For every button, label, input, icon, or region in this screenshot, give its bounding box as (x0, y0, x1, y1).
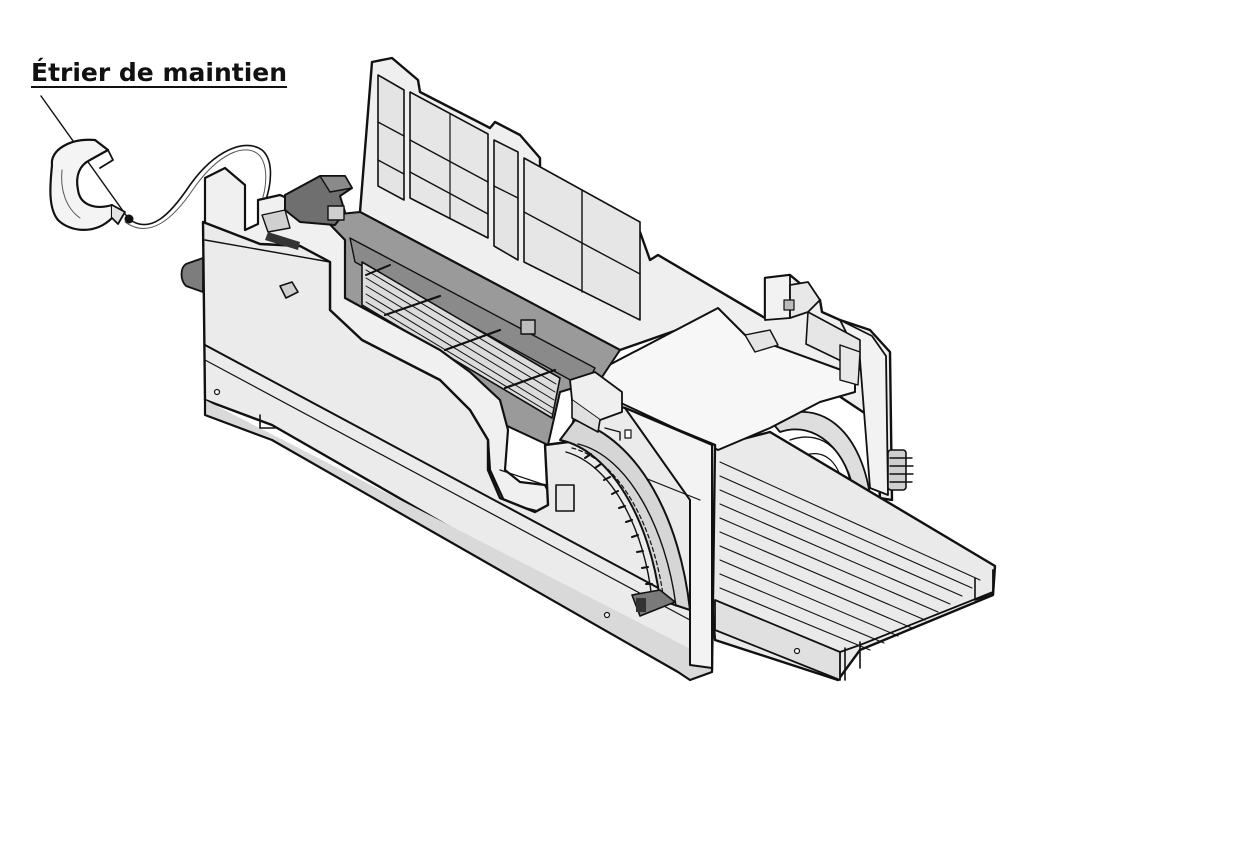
transport-channel (329, 211, 621, 446)
paper-guide-block (555, 371, 632, 512)
holding-bracket-icon (49, 138, 126, 231)
knob-icon (180, 257, 204, 293)
output-tray (698, 430, 997, 682)
gear-icon (887, 449, 914, 491)
arc-gear-track (559, 419, 691, 617)
paper-connector (744, 329, 861, 386)
back-wall (358, 56, 894, 502)
clamp-lever (261, 175, 353, 250)
retaining-wire (128, 144, 272, 226)
callout-label-holding-bracket: Étrier de maintien (31, 58, 288, 87)
front-housing (201, 166, 717, 682)
